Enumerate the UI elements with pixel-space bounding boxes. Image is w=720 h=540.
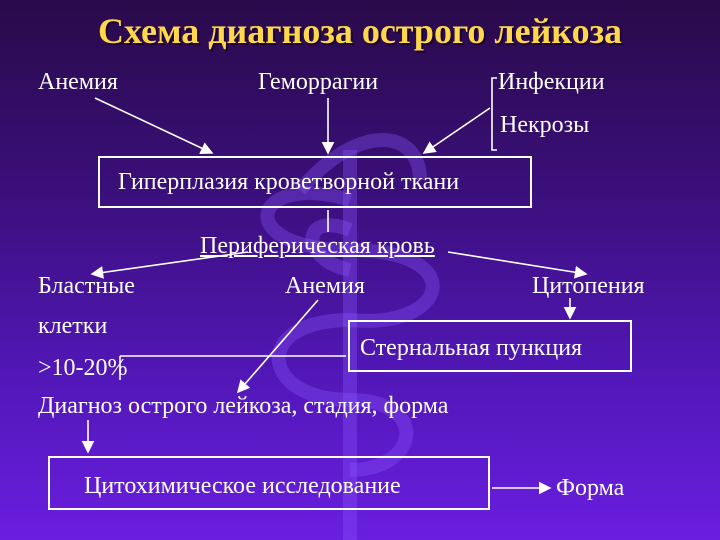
bracket-infections-necroses (491, 77, 497, 151)
node-diagnosis: Диагноз острого лейкоза, стадия, форма (38, 393, 449, 419)
node-blasts-line1: Бластные (38, 273, 135, 299)
node-sternal-puncture: Стернальная пункция (360, 335, 583, 361)
sternal-puncture-box (348, 320, 632, 372)
node-cytopenia: Цитопения (532, 273, 645, 299)
node-necroses: Некрозы (500, 112, 590, 138)
node-hemorrhages: Геморрагии (258, 69, 379, 95)
node-blasts-line3: >10-20% (38, 355, 128, 381)
cytochemistry-box (48, 456, 490, 510)
node-anemia-top: Анемия (38, 69, 118, 95)
node-cytochemistry: Цитохимическое исследование (84, 473, 401, 499)
node-infections: Инфекции (498, 69, 605, 95)
node-blasts-line2: клетки (38, 313, 108, 339)
arrow-anemia-to-hyperplasia (94, 97, 214, 155)
diagram-title: Схема диагноза острого лейкоза (97, 11, 623, 51)
node-form: Форма (556, 475, 625, 501)
node-anemia-mid: Анемия (285, 273, 365, 299)
arrow-anemia-to-diagnosis (236, 299, 319, 394)
node-hyperplasia: Гиперплазия кроветворной ткани (118, 169, 460, 195)
arrow-infections-to-hyperplasia (422, 107, 491, 154)
arrow-peripheral-to-blasts (90, 251, 249, 279)
hyperplasia-box (98, 156, 532, 208)
arrow-peripheral-to-cytopenia (447, 251, 588, 279)
